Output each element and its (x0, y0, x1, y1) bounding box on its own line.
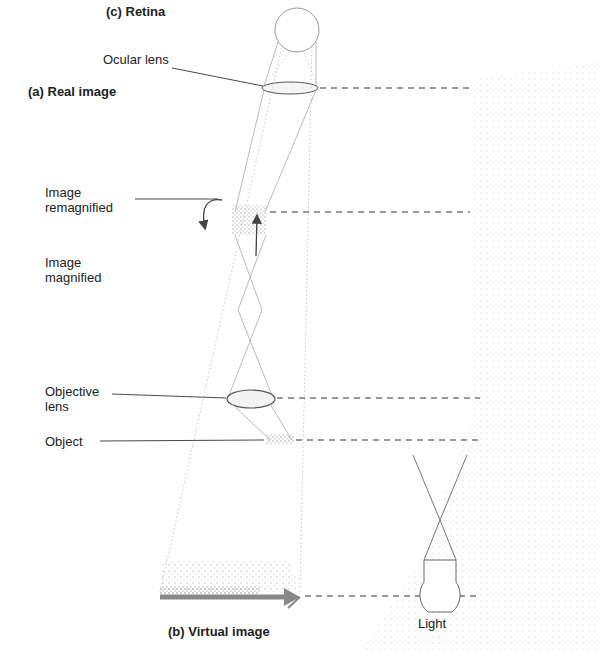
figure-label: (a) Real image (28, 84, 148, 99)
part-label: Object (45, 434, 105, 449)
figure-label: (c) Retina (106, 4, 226, 19)
part-label: Ocular lens (103, 52, 193, 67)
part-label: Image magnified (45, 255, 125, 285)
part-label: Objective lens (45, 384, 111, 414)
part-label: Image remagnified (45, 185, 133, 215)
figure-label: (b) Virtual image (168, 624, 318, 639)
part-label: Light (418, 616, 478, 631)
